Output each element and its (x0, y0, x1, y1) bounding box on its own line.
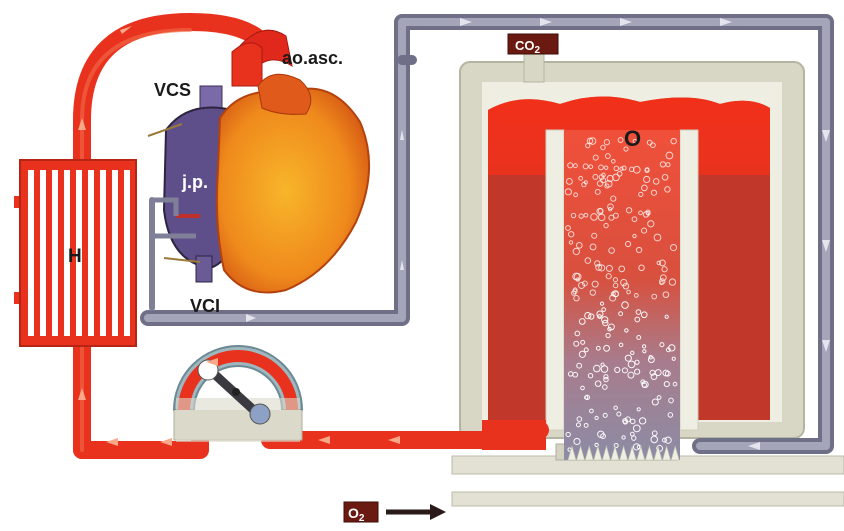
coil-stripe (28, 170, 34, 336)
label-aorta: ao.asc. (282, 48, 343, 68)
label-oxygenator: O (624, 126, 641, 151)
coil-stripe (88, 170, 94, 336)
label-heat-exchanger: H (68, 246, 82, 267)
coil-stripe (52, 170, 58, 336)
roller-pump (174, 346, 302, 442)
label-vcs: VCS (154, 80, 191, 100)
heart (148, 30, 369, 292)
coil-stripe (112, 170, 118, 336)
label-jp: j.p. (181, 172, 208, 192)
coil-stripe (40, 170, 46, 336)
coil-stripe (100, 170, 106, 336)
coil-stripe (124, 170, 130, 336)
label-vci: VCI (190, 296, 220, 316)
